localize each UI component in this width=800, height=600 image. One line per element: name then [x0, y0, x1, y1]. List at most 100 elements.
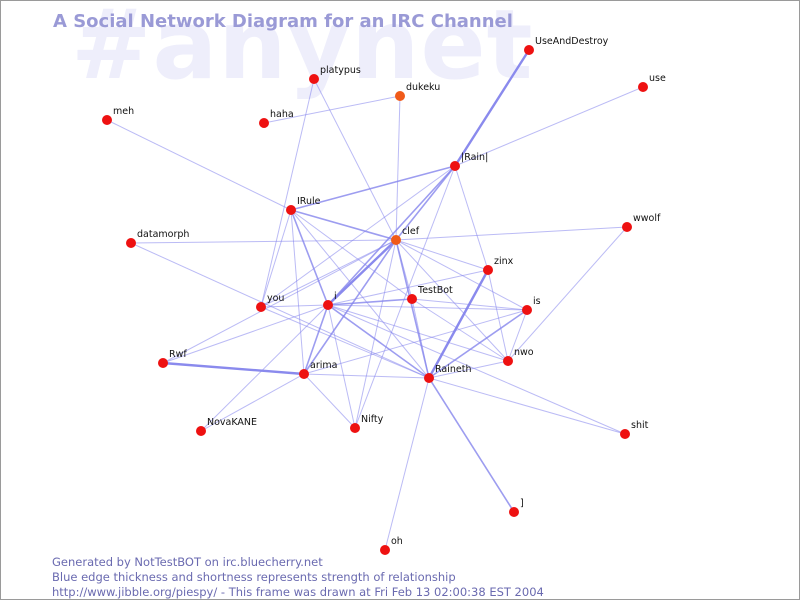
node-dot	[522, 305, 532, 315]
node-dukeku: dukeku	[395, 82, 440, 101]
edge-platypus-clef	[313, 78, 397, 241]
node-dot	[158, 358, 168, 368]
edge-i-Raineth	[327, 304, 430, 379]
node-dot	[622, 222, 632, 232]
edge-IRule-you	[260, 209, 292, 308]
node-dot	[620, 429, 630, 439]
edge-clef-zinx	[395, 239, 489, 271]
edge-TestBot-is	[411, 298, 528, 311]
nodes-layer: UseAndDestroy use platypus dukeku meh haha |Ra…	[102, 36, 666, 555]
node-you: you	[256, 293, 284, 312]
node-label: arima	[310, 360, 337, 371]
node-label: TestBot	[417, 285, 453, 296]
edge-IRain-IRule	[290, 165, 456, 211]
edge-i-shit	[327, 304, 626, 435]
node-label: you	[267, 293, 284, 304]
node-is: is	[522, 296, 541, 315]
edge-IRule-Raineth	[290, 209, 430, 379]
node-label: dukeku	[406, 82, 440, 93]
edge-platypus-you	[260, 78, 315, 308]
edge-use-IRain	[454, 86, 644, 167]
node-dot	[407, 294, 417, 304]
edge-TestBot-Raineth	[411, 298, 430, 379]
edge-clef-is	[395, 239, 528, 311]
edge-clef-you	[260, 239, 397, 308]
node-label: is	[533, 296, 541, 307]
node-clef: clef	[391, 226, 420, 245]
edge-is-arima	[303, 309, 528, 375]
edge-IRain-i	[327, 165, 456, 306]
edge-IRain-zinx	[454, 165, 489, 271]
edge-Raineth-nwo	[428, 360, 509, 379]
node-dot	[380, 545, 390, 555]
node-arima: arima	[299, 360, 337, 379]
node-meh: meh	[102, 106, 134, 125]
edge-is-Raineth	[428, 309, 528, 379]
edge-arima-Nifty	[303, 373, 356, 429]
edge-IRain-you	[260, 165, 456, 308]
node-dot	[450, 161, 460, 171]
edges-layer	[106, 49, 644, 551]
node-dot	[503, 356, 513, 366]
node-label: platypus	[320, 65, 361, 76]
edge-datamorph-clef	[130, 239, 397, 244]
node-datamorph: datamorph	[126, 229, 189, 248]
edge-dukeku-haha	[263, 95, 401, 124]
node-oh: oh	[380, 536, 403, 555]
node-label: |Rain|	[461, 152, 488, 163]
footer-legend-note: Blue edge thickness and shortness repres…	[52, 570, 456, 584]
edge-i-arima	[303, 304, 329, 375]
edge-i-Rwf	[162, 304, 329, 364]
edge-IRule-TestBot	[290, 209, 413, 300]
edge-arima-NovaKANE	[200, 373, 305, 432]
node-dot	[196, 426, 206, 436]
node-shit: shit	[620, 420, 649, 439]
edge-TestBot-nwo	[411, 298, 509, 362]
footer-timestamp: http://www.jibble.org/piespy/ - This fra…	[52, 585, 544, 599]
node-wwolf: wwolf	[622, 213, 661, 232]
edge-UseAndDestroy-IRain	[453, 49, 531, 167]
node-label: shit	[631, 420, 649, 431]
node-label: meh	[113, 106, 134, 117]
edge-clef-arima	[303, 239, 397, 375]
node-label: i	[334, 291, 337, 302]
node-i: i	[323, 291, 337, 310]
node-dot	[323, 300, 333, 310]
edge-IRain-clef	[395, 165, 456, 241]
node-label: nwo	[514, 347, 534, 358]
node-dot	[638, 82, 648, 92]
node-label: use	[649, 73, 666, 84]
node-label: IRule	[297, 196, 321, 207]
edge-Raineth-oh	[384, 377, 430, 551]
edge-arima-Raineth	[303, 373, 430, 379]
node-label: haha	[270, 109, 294, 120]
node-Nifty: Nifty	[350, 414, 384, 433]
node-Rwf: Rwf	[158, 349, 187, 368]
edge-IRule-i	[290, 209, 329, 306]
node-UseAndDestroy: UseAndDestroy	[524, 36, 609, 55]
node-Raineth: Raineth	[424, 364, 471, 383]
node-label: Rwf	[169, 349, 187, 360]
node-bracket: ]	[509, 498, 524, 517]
node-label: datamorph	[137, 229, 189, 240]
edge-wwolf-clef	[395, 226, 628, 241]
node-dot	[309, 74, 319, 84]
node-label: oh	[391, 536, 403, 547]
edge-TestBot-i	[327, 298, 413, 306]
node-platypus: platypus	[309, 65, 361, 84]
node-dot	[286, 205, 296, 215]
node-dot	[350, 423, 360, 433]
node-IRule: IRule	[286, 196, 321, 215]
edge-IRain-Nifty	[354, 165, 456, 429]
channel-watermark: #anynet	[71, 0, 534, 101]
node-dot	[509, 507, 519, 517]
edge-zinx-Raineth	[427, 269, 490, 379]
node-label: clef	[402, 226, 420, 237]
node-TestBot: TestBot	[407, 285, 453, 304]
footer-generated-by: Generated by NotTestBOT on irc.bluecherr…	[52, 555, 323, 569]
node-dot	[391, 235, 401, 245]
edge-zinx-i	[327, 269, 489, 306]
node-zinx: zinx	[483, 256, 514, 275]
node-label: NovaKANE	[207, 417, 257, 428]
node-dot	[256, 302, 266, 312]
